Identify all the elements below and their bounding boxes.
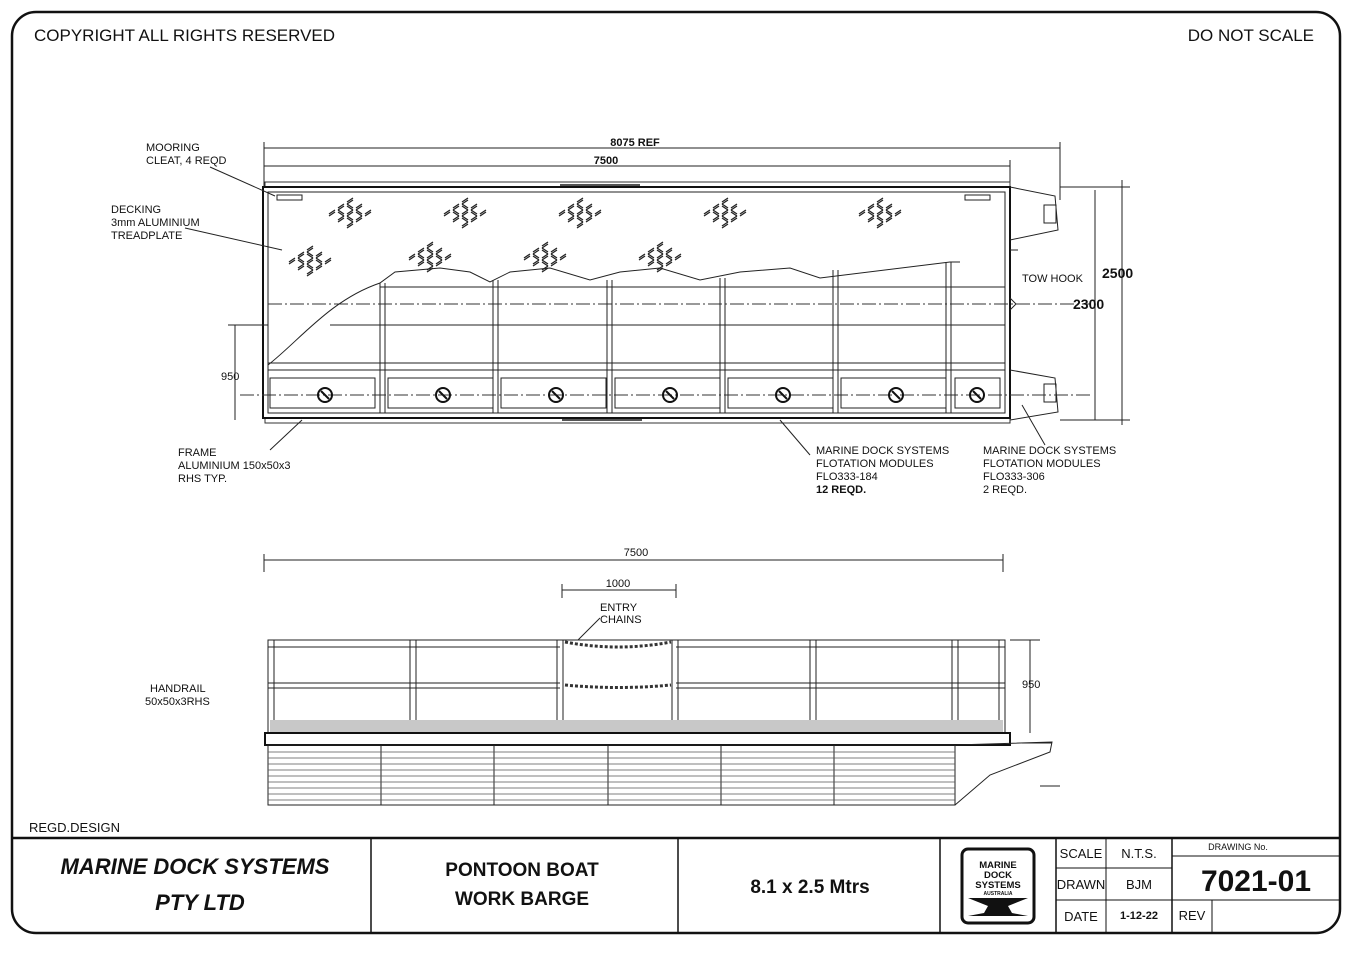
rev-label: REV — [1179, 908, 1206, 923]
svg-text:CLEAT, 4 REQD: CLEAT, 4 REQD — [146, 155, 227, 167]
svg-text:RHS TYP.: RHS TYP. — [178, 473, 227, 485]
barge-size: 8.1 x 2.5 Mtrs — [750, 877, 869, 898]
svg-text:DECKING: DECKING — [111, 204, 161, 216]
top-view: 8075 REF 7500 — [111, 137, 1133, 496]
treadplate-pattern — [288, 197, 902, 277]
svg-text:12 REQD.: 12 REQD. — [816, 484, 866, 496]
modules-306-label: MARINE DOCK SYSTEMS FLOTATION MODULES FL… — [983, 445, 1116, 496]
side-dim-length: 7500 — [624, 547, 648, 559]
side-dim-height: 950 — [1022, 679, 1040, 691]
module-plug-icon — [548, 387, 564, 403]
flotation-module — [727, 377, 834, 409]
registered-design: REGD.DESIGN — [29, 820, 120, 835]
flotation-module — [269, 377, 376, 409]
svg-text:MARINE DOCK SYSTEMS: MARINE DOCK SYSTEMS — [983, 445, 1116, 457]
date-label: DATE — [1064, 909, 1098, 924]
dim-inner-width: 2300 — [1073, 296, 1104, 312]
svg-text:3mm ALUMINIUM: 3mm ALUMINIUM — [111, 217, 200, 229]
flotation-module — [954, 377, 1001, 409]
company-name: MARINE DOCK SYSTEMS PTY LTD — [61, 854, 330, 915]
svg-text:FLOTATION MODULES: FLOTATION MODULES — [983, 458, 1101, 470]
frame-label: FRAME ALUMINIUM 150x50x3 RHS TYP. — [178, 447, 291, 485]
entry-chain-bottom — [564, 683, 672, 689]
svg-text:2 REQD.: 2 REQD. — [983, 484, 1027, 496]
drawing-no-label: DRAWING No. — [1208, 842, 1268, 852]
side-dim-entry: 1000 — [606, 578, 630, 590]
svg-text:CHAINS: CHAINS — [600, 614, 642, 626]
dim-width: 2500 — [1102, 265, 1133, 281]
module-plug-icon — [662, 387, 678, 403]
flotation-module — [387, 377, 494, 409]
scale-label: SCALE — [1060, 846, 1103, 861]
module-plug-icon — [888, 387, 904, 403]
svg-text:WORK BARGE: WORK BARGE — [455, 889, 589, 910]
title-block: MARINE DOCK SYSTEMS PTY LTD PONTOON BOAT… — [12, 836, 1340, 933]
dim-length: 7500 — [594, 155, 618, 167]
company-logo: MARINE DOCK SYSTEMS AUSTRALIA — [960, 847, 1036, 925]
svg-text:SYSTEMS: SYSTEMS — [975, 880, 1020, 891]
svg-text:AUSTRALIA: AUSTRALIA — [984, 891, 1013, 897]
tow-hook-label: TOW HOOK — [1022, 273, 1084, 285]
svg-text:MARINE DOCK SYSTEMS: MARINE DOCK SYSTEMS — [816, 445, 949, 457]
svg-text:ENTRY: ENTRY — [600, 602, 638, 614]
drawing-number: 7021-01 — [1201, 865, 1311, 898]
module-plug-icon — [775, 387, 791, 403]
drawn-label: DRAWN — [1057, 877, 1106, 892]
svg-text:HANDRAIL: HANDRAIL — [150, 683, 206, 695]
svg-text:MARINE DOCK SYSTEMS: MARINE DOCK SYSTEMS — [61, 854, 330, 879]
svg-text:MARINE: MARINE — [979, 860, 1016, 871]
svg-text:ALUMINIUM 150x50x3: ALUMINIUM 150x50x3 — [178, 460, 291, 472]
mooring-cleat-label: MOORING CLEAT, 4 REQD — [146, 142, 227, 167]
copyright-note: COPYRIGHT ALL RIGHTS RESERVED — [34, 26, 335, 45]
svg-text:TREADPLATE: TREADPLATE — [111, 230, 182, 242]
svg-text:MOORING: MOORING — [146, 142, 200, 154]
flotation-module — [614, 377, 721, 409]
scale-note: DO NOT SCALE — [1188, 26, 1314, 45]
drawn-value: BJM — [1126, 877, 1152, 892]
svg-text:50x50x3RHS: 50x50x3RHS — [145, 696, 210, 708]
svg-text:PTY LTD: PTY LTD — [155, 890, 245, 915]
module-plug-icon — [969, 387, 985, 403]
svg-text:FLOTATION MODULES: FLOTATION MODULES — [816, 458, 934, 470]
module-plug-icon — [435, 387, 451, 403]
scale-value: N.T.S. — [1121, 846, 1156, 861]
flotation-modules — [269, 377, 1001, 409]
flotation-module — [840, 377, 947, 409]
hull-modules — [268, 745, 955, 805]
modules-184-label: MARINE DOCK SYSTEMS FLOTATION MODULES FL… — [816, 445, 949, 496]
flotation-module — [500, 377, 607, 409]
svg-text:FRAME: FRAME — [178, 447, 217, 459]
handrail-label: HANDRAIL 50x50x3RHS — [145, 683, 210, 708]
svg-text:FLO333-184: FLO333-184 — [816, 471, 878, 483]
entry-chains-label: ENTRY CHAINS — [600, 602, 642, 626]
svg-text:DOCK: DOCK — [984, 870, 1012, 881]
decking-label: DECKING 3mm ALUMINIUM TREADPLATE — [111, 204, 200, 242]
sheet-border — [10, 10, 1342, 935]
module-plug-icon — [317, 387, 333, 403]
dim-overall-length: 8075 REF — [610, 137, 660, 149]
side-view: 7500 1000 ENTRY CHAINS — [145, 547, 1060, 806]
drawing-title: PONTOON BOAT WORK BARGE — [445, 860, 599, 910]
date-value: 1-12-22 — [1120, 910, 1158, 922]
svg-text:FLO333-306: FLO333-306 — [983, 471, 1045, 483]
svg-text:PONTOON BOAT: PONTOON BOAT — [445, 860, 599, 881]
dim-module-width: 950 — [221, 371, 239, 383]
entry-chain-top — [564, 640, 672, 649]
